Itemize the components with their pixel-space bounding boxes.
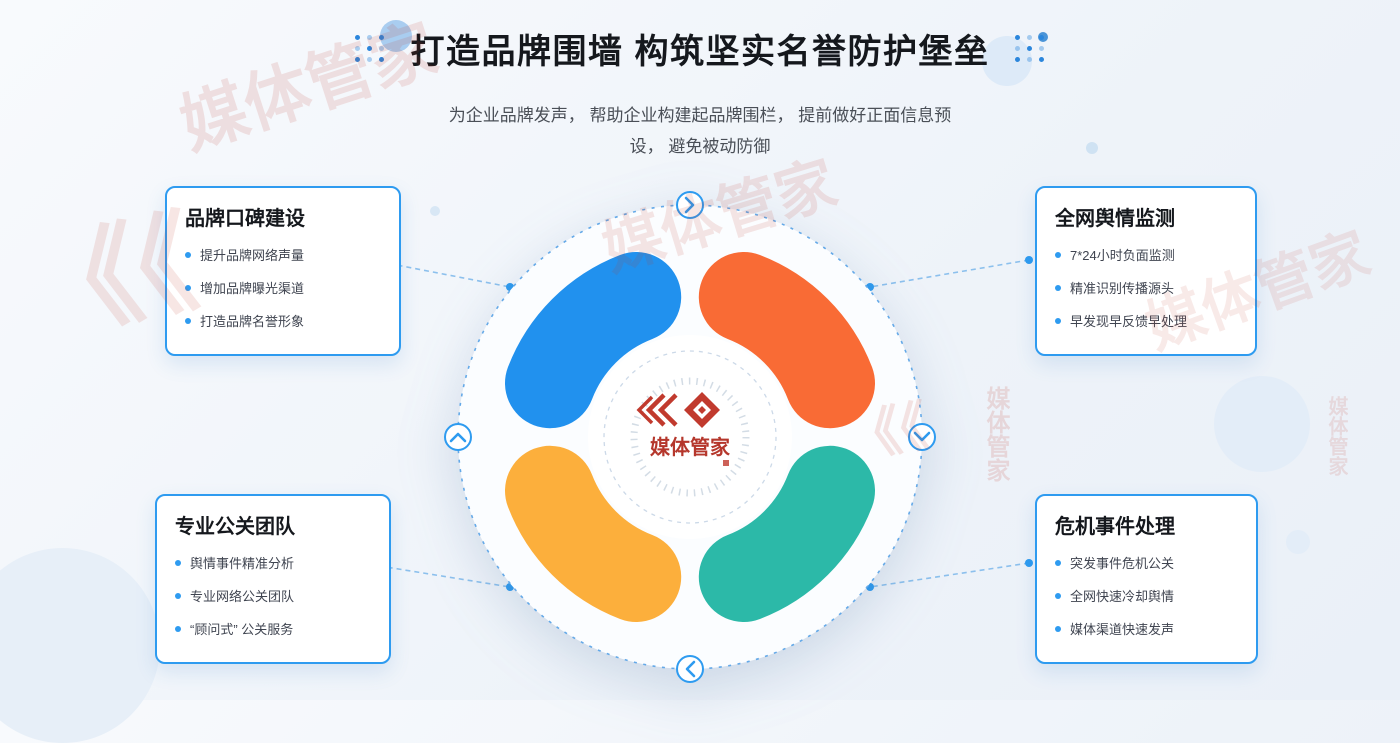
bullet-dot-icon bbox=[1055, 317, 1061, 324]
background-circle bbox=[1286, 530, 1310, 554]
bullet-dot-icon bbox=[175, 592, 181, 599]
card-pr-team: 专业公关团队 舆情事件精准分析 专业网络公关团队 “顾问式” 公关服务 bbox=[155, 494, 391, 664]
page-title: 打造品牌围墙 构筑坚实名誉防护堡垒 bbox=[410, 33, 990, 71]
header: 打造品牌围墙 构筑坚实名誉防护堡垒 bbox=[0, 24, 1400, 73]
bullet-dot-icon bbox=[175, 625, 181, 632]
card-item-text: 早发现早反馈早处理 bbox=[1070, 314, 1188, 329]
arc-yellow-bottom-left bbox=[505, 445, 682, 622]
card-item: 舆情事件精准分析 bbox=[175, 553, 373, 572]
bullet-dot-icon bbox=[1055, 592, 1061, 599]
card-item-text: 7*24小时负面监测 bbox=[1070, 248, 1175, 263]
page-subtitle: 为企业品牌发声， 帮助企业构建起品牌围栏， 提前做好正面信息预 设， 避免被动防… bbox=[350, 100, 1050, 163]
brand-logo: 媒体管家 bbox=[636, 392, 731, 466]
bullet-dot-icon bbox=[175, 559, 181, 566]
card-item: 打造品牌名誉形象 bbox=[185, 311, 383, 330]
rotate-button-top[interactable] bbox=[676, 191, 704, 219]
card-brand-reputation: 品牌口碑建设 提升品牌网络声量 增加品牌曝光渠道 打造品牌名誉形象 bbox=[165, 186, 401, 356]
card-item-text: 提升品牌网络声量 bbox=[200, 248, 305, 263]
card-item: 突发事件危机公关 bbox=[1055, 553, 1240, 572]
connector-dot bbox=[1025, 559, 1033, 567]
card-opinion-monitoring: 全网舆情监测 7*24小时负面监测 精准识别传播源头 早发现早反馈早处理 bbox=[1035, 186, 1257, 356]
chevron-right-icon bbox=[684, 196, 695, 214]
arc-orange-top-right bbox=[698, 252, 875, 429]
bullet-dot-icon bbox=[1055, 625, 1061, 632]
card-item-text: 突发事件危机公关 bbox=[1070, 556, 1175, 571]
card-item: 专业网络公关团队 bbox=[175, 586, 373, 605]
bullet-dot-icon bbox=[1055, 251, 1061, 258]
card-item: 媒体渠道快速发声 bbox=[1055, 619, 1240, 638]
circular-diagram: 媒体管家 bbox=[444, 191, 936, 683]
bullet-dot-icon bbox=[185, 317, 191, 324]
logo-chevron-icon bbox=[657, 393, 678, 427]
rotate-button-bottom-circle[interactable] bbox=[676, 655, 704, 683]
card-item-text: 打造品牌名誉形象 bbox=[200, 314, 305, 329]
rotate-button-left-circle[interactable] bbox=[444, 423, 472, 451]
card-item-text: 精准识别传播源头 bbox=[1070, 281, 1175, 296]
arc-blue-top-left bbox=[505, 252, 682, 429]
logo-text: 媒体管家 bbox=[650, 435, 731, 459]
brand-watermark: 媒体管家 bbox=[1325, 396, 1347, 476]
chevron-left-icon bbox=[685, 660, 696, 678]
logo-chevron-icon bbox=[645, 393, 666, 427]
subtitle-line-2: 设， 避免被动防御 bbox=[629, 137, 771, 157]
logo-chevron-icon bbox=[636, 395, 654, 425]
bullet-dot-icon bbox=[185, 284, 191, 291]
card-item-text: “顾问式” 公关服务 bbox=[190, 622, 294, 637]
card-item: 早发现早反馈早处理 bbox=[1055, 311, 1239, 330]
card-item-text: 专业网络公关团队 bbox=[190, 589, 295, 604]
card-item: 全网快速冷却舆情 bbox=[1055, 586, 1240, 605]
card-item: 提升品牌网络声量 bbox=[185, 245, 383, 264]
connector-dot bbox=[1025, 256, 1033, 264]
bullet-dot-icon bbox=[1055, 284, 1061, 291]
card-item: 精准识别传播源头 bbox=[1055, 278, 1239, 297]
rotate-button-right-circle[interactable] bbox=[908, 423, 936, 451]
bullet-dot-icon bbox=[1055, 559, 1061, 566]
arc-teal-bottom-right bbox=[698, 445, 875, 622]
logo-diamond-core bbox=[698, 406, 706, 414]
background-circle bbox=[1214, 376, 1310, 472]
card-title: 全网舆情监测 bbox=[1055, 208, 1175, 230]
card-item-text: 全网快速冷却舆情 bbox=[1070, 589, 1175, 604]
logo-tick-ring bbox=[630, 377, 750, 497]
card-title: 品牌口碑建设 bbox=[185, 208, 305, 230]
dots-decoration-right bbox=[1015, 35, 1045, 62]
rotate-button-right[interactable] bbox=[908, 423, 936, 451]
bullet-dot-icon bbox=[185, 251, 191, 258]
logo-seal bbox=[723, 460, 729, 466]
card-title: 危机事件处理 bbox=[1055, 516, 1175, 538]
background-circle bbox=[430, 206, 440, 216]
background-circle bbox=[1086, 142, 1098, 154]
card-item: 7*24小时负面监测 bbox=[1055, 245, 1239, 264]
card-item: “顾问式” 公关服务 bbox=[175, 619, 373, 638]
subtitle-line-1: 为企业品牌发声， 帮助企业构建起品牌围栏， 提前做好正面信息预 bbox=[448, 106, 952, 125]
rotate-button-bottom[interactable] bbox=[676, 655, 704, 683]
card-crisis-handling: 危机事件处理 突发事件危机公关 全网快速冷却舆情 媒体渠道快速发声 bbox=[1035, 494, 1258, 664]
chevron-down-icon bbox=[913, 431, 931, 442]
card-item: 增加品牌曝光渠道 bbox=[185, 278, 383, 297]
chevron-up-icon bbox=[449, 432, 467, 443]
card-title: 专业公关团队 bbox=[175, 516, 295, 538]
card-item-text: 舆情事件精准分析 bbox=[190, 556, 295, 571]
card-item-text: 媒体渠道快速发声 bbox=[1070, 622, 1175, 637]
rotate-button-top-circle[interactable] bbox=[676, 191, 704, 219]
card-item-text: 增加品牌曝光渠道 bbox=[200, 281, 305, 296]
dots-decoration-left bbox=[354, 35, 385, 62]
center-dashed-ring bbox=[603, 350, 777, 524]
brand-watermark: 媒体管家 bbox=[982, 386, 1008, 482]
background-circle bbox=[0, 548, 160, 743]
rotate-button-left[interactable] bbox=[444, 423, 472, 451]
